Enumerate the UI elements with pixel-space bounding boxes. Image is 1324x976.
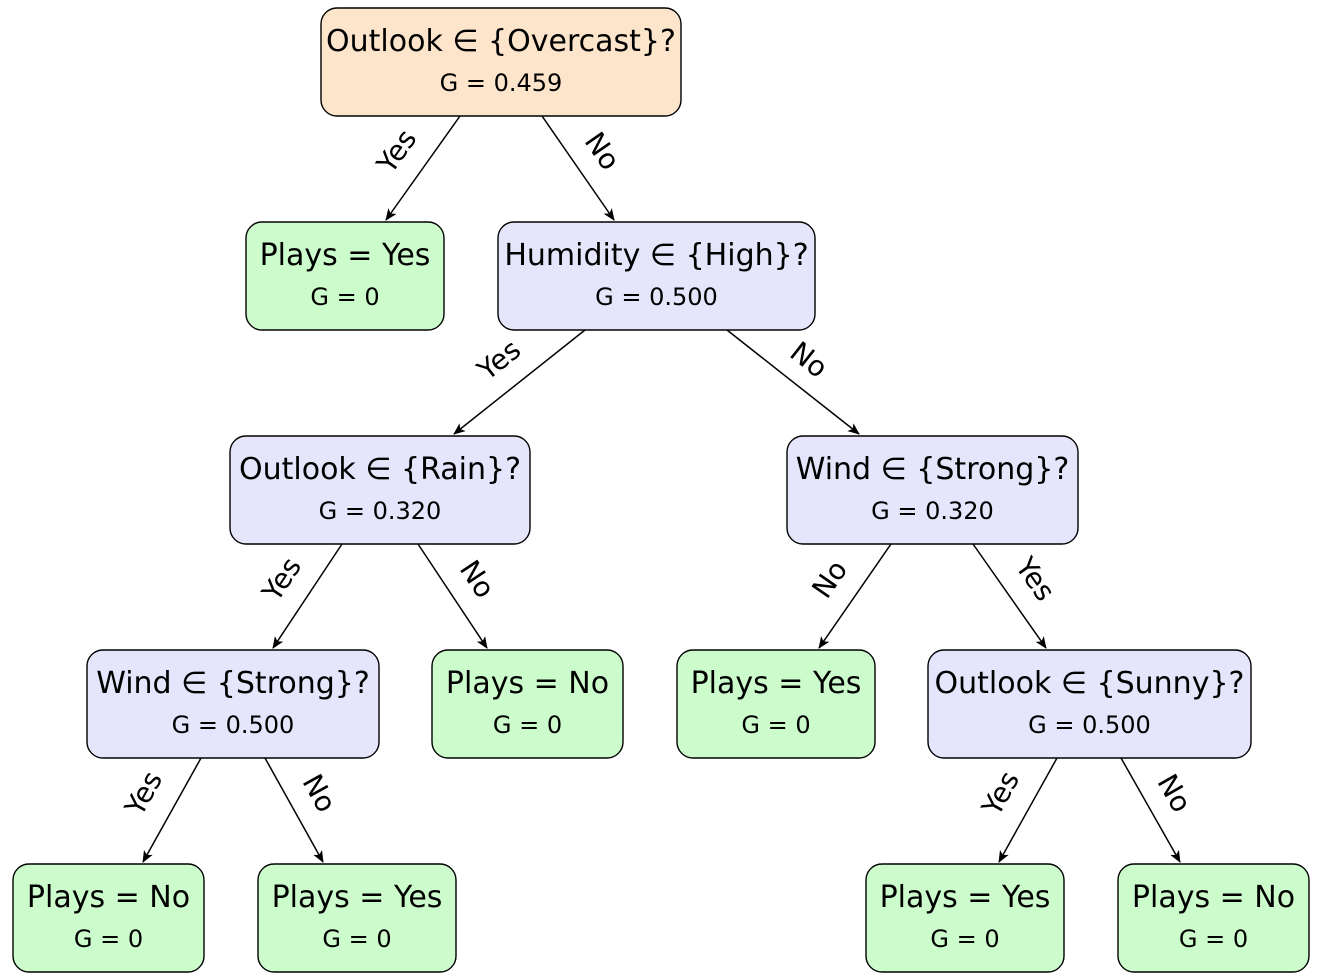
edge-label: Yes [370, 123, 424, 180]
node-box [257, 863, 457, 973]
edge-arrow [142, 757, 202, 863]
edge-label: No [453, 554, 502, 604]
tree-edge-e11: Yes [975, 757, 1058, 863]
tree-node-leaf-5: Plays = Yes G = 0 [257, 863, 457, 973]
tree-node-wind-strong-right: Wind ∈ {Strong}? G = 0.320 [786, 435, 1079, 545]
node-gini: G = 0.500 [595, 283, 718, 311]
edge-arrow [818, 543, 892, 649]
edge-label: Yes [975, 765, 1026, 821]
node-box [86, 649, 380, 759]
edge-label: No [296, 769, 343, 818]
tree-edge-e1: Yes [370, 115, 461, 221]
node-box [320, 7, 682, 117]
tree-edge-e12: No [1120, 757, 1199, 863]
node-gini: G = 0 [1179, 925, 1248, 953]
node-gini: G = 0.459 [440, 69, 563, 97]
tree-edge-e6: No [417, 543, 502, 649]
node-title: Wind ∈ {Strong}? [796, 452, 1070, 487]
node-title: Plays = Yes [260, 238, 431, 273]
tree-node-outlook-sunny: Outlook ∈ {Sunny}? G = 0.500 [927, 649, 1252, 759]
edge-arrow [1120, 757, 1181, 863]
node-title: Plays = No [1132, 880, 1295, 915]
edge-arrow [272, 543, 343, 649]
node-gini: G = 0.500 [1028, 711, 1151, 739]
node-gini: G = 0 [741, 711, 810, 739]
node-box [497, 221, 816, 331]
node-box [927, 649, 1252, 759]
node-title: Outlook ∈ {Overcast}? [326, 24, 676, 59]
node-gini: G = 0 [74, 925, 143, 953]
tree-node-wind-strong-left: Wind ∈ {Strong}? G = 0.500 [86, 649, 380, 759]
node-gini: G = 0 [930, 925, 999, 953]
tree-edge-e10: No [264, 757, 343, 863]
node-title: Plays = No [446, 666, 609, 701]
tree-edge-e5: Yes [255, 543, 343, 649]
node-title: Wind ∈ {Strong}? [96, 666, 370, 701]
tree-edge-e8: Yes [972, 543, 1062, 649]
node-gini: G = 0.320 [871, 497, 994, 525]
edge-label: No [805, 554, 854, 604]
node-title: Outlook ∈ {Sunny}? [935, 666, 1245, 701]
tree-node-leaf-2: Plays = No G = 0 [431, 649, 624, 759]
edge-label: Yes [255, 551, 308, 608]
node-gini: G = 0 [493, 711, 562, 739]
node-box [431, 649, 624, 759]
node-box [865, 863, 1065, 973]
edge-arrow [972, 543, 1047, 649]
node-gini: G = 0.500 [172, 711, 295, 739]
edge-label: No [1151, 769, 1199, 818]
node-title: Plays = Yes [691, 666, 862, 701]
tree-node-leaf-3: Plays = Yes G = 0 [676, 649, 876, 759]
node-box [229, 435, 531, 545]
edge-label: No [578, 126, 627, 176]
edge-arrow [417, 543, 488, 649]
tree-edge-e4: No [726, 329, 860, 435]
tree-node-root: Outlook ∈ {Overcast}? G = 0.459 [320, 7, 682, 117]
node-title: Plays = No [27, 880, 190, 915]
edge-arrow [998, 757, 1058, 863]
node-gini: G = 0.320 [319, 497, 442, 525]
tree-node-leaf-6: Plays = Yes G = 0 [865, 863, 1065, 973]
edge-arrow [541, 115, 615, 221]
edge-label: Yes [118, 765, 169, 821]
node-title: Plays = Yes [272, 880, 443, 915]
edge-label: Yes [1008, 550, 1062, 607]
tree-edge-e7: No [805, 543, 892, 649]
node-box [245, 221, 445, 331]
tree-node-humidity: Humidity ∈ {High}? G = 0.500 [497, 221, 816, 331]
edge-label: Yes [470, 333, 527, 388]
node-box [1117, 863, 1310, 973]
tree-edge-e9: Yes [118, 757, 202, 863]
node-title: Plays = Yes [880, 880, 1051, 915]
node-gini: G = 0 [322, 925, 391, 953]
edge-label: No [784, 335, 834, 384]
node-title: Humidity ∈ {High}? [504, 238, 808, 273]
node-title: Outlook ∈ {Rain}? [239, 452, 521, 487]
edge-arrow [726, 329, 860, 435]
node-box [676, 649, 876, 759]
edge-arrow [264, 757, 324, 863]
node-box [12, 863, 205, 973]
edge-arrow [453, 329, 586, 435]
tree-node-leaf-4: Plays = No G = 0 [12, 863, 205, 973]
tree-edge-e2: No [541, 115, 627, 221]
tree-edge-e3: Yes [453, 329, 586, 435]
tree-node-leaf-7: Plays = No G = 0 [1117, 863, 1310, 973]
edge-arrow [385, 115, 461, 221]
tree-node-outlook-rain: Outlook ∈ {Rain}? G = 0.320 [229, 435, 531, 545]
node-gini: G = 0 [310, 283, 379, 311]
node-box [786, 435, 1079, 545]
tree-node-leaf-1: Plays = Yes G = 0 [245, 221, 445, 331]
